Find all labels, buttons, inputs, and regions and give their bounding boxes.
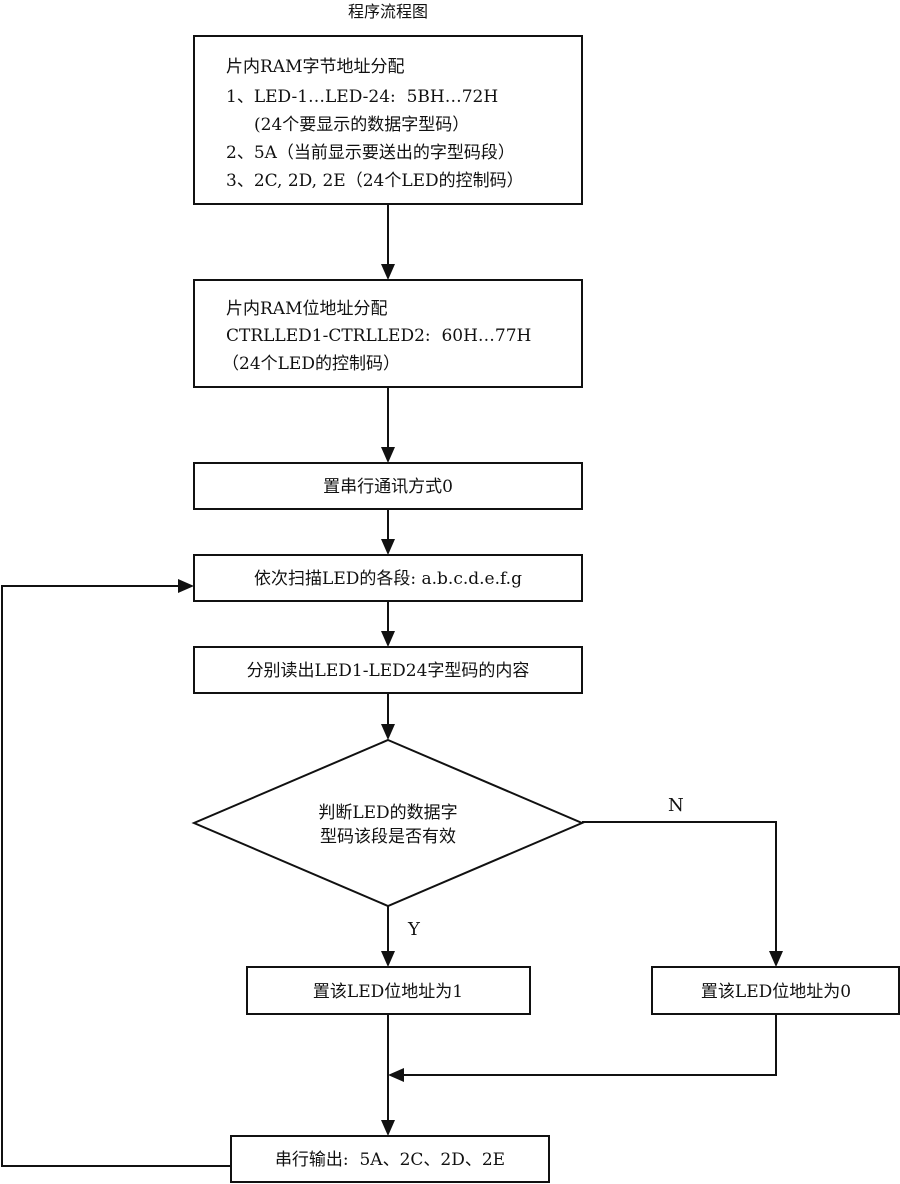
node-scan-segments: 依次扫描LED的各段: a.b.c.d.e.f.g xyxy=(193,554,583,602)
node-read-codes: 分别读出LED1-LED24字型码的内容 xyxy=(193,646,583,694)
arrowhead-down-icon xyxy=(769,951,783,967)
serial-output-text: 串行输出: 5A、2C、2D、2E xyxy=(275,1150,505,1170)
serial-mode-box xyxy=(193,462,583,510)
edge-decision-no xyxy=(582,821,777,953)
decision-line-1: 判断LED的数据字 xyxy=(318,803,457,823)
serial-output-box xyxy=(230,1135,550,1183)
node-bit-alloc: 片内RAM位地址分配 CTRLLED1-CTRLLED2: 60H…77H （2… xyxy=(193,279,583,388)
arrowhead-down-icon xyxy=(381,631,395,647)
byte-alloc-line-4: 2、5A（当前显示要送出的字型码段） xyxy=(226,143,515,163)
edge-label-no: N xyxy=(668,795,684,816)
node-set-bit-1: 置该LED位地址为1 xyxy=(246,966,531,1015)
edge-label-yes: Y xyxy=(407,919,421,940)
node-byte-alloc: 片内RAM字节地址分配 1、LED-1…LED-24: 5BH…72H (24个… xyxy=(193,35,583,205)
arrowhead-down-icon xyxy=(381,539,395,555)
arrowhead-down-icon xyxy=(381,1120,395,1136)
diagram-title: 程序流程图 xyxy=(348,2,428,21)
byte-alloc-line-3: (24个要显示的数据字型码） xyxy=(254,115,469,135)
edge-set-bit-0-to-merge xyxy=(402,1014,777,1076)
set-bit-0-text: 置该LED位地址为0 xyxy=(701,982,851,1002)
arrowhead-left-icon xyxy=(388,1068,404,1082)
set-bit-1-box xyxy=(246,966,531,1015)
read-codes-box xyxy=(193,646,583,694)
byte-alloc-box xyxy=(193,35,583,205)
byte-alloc-line-1: 片内RAM字节地址分配 xyxy=(226,57,404,77)
serial-mode-text: 置串行通讯方式0 xyxy=(323,477,453,497)
edge-loop-back xyxy=(1,585,231,1167)
arrowhead-down-icon xyxy=(381,951,395,967)
arrowhead-down-icon xyxy=(381,447,395,463)
node-serial-output: 串行输出: 5A、2C、2D、2E xyxy=(230,1135,550,1183)
scan-segments-text: 依次扫描LED的各段: a.b.c.d.e.f.g xyxy=(254,569,522,589)
byte-alloc-line-5: 3、2C, 2D, 2E（24个LED的控制码） xyxy=(226,171,524,191)
byte-alloc-line-2: 1、LED-1…LED-24: 5BH…72H xyxy=(226,87,498,107)
arrowhead-right-icon xyxy=(178,579,194,593)
decision-diamond xyxy=(191,738,585,908)
node-serial-mode: 置串行通讯方式0 xyxy=(193,462,583,510)
bit-alloc-box xyxy=(193,279,583,388)
arrowhead-down-icon xyxy=(381,264,395,280)
set-bit-1-text: 置该LED位地址为1 xyxy=(313,982,463,1002)
arrowhead-down-icon xyxy=(381,724,395,740)
set-bit-0-box xyxy=(651,966,900,1015)
node-decision: 判断LED的数据字 型码该段是否有效 xyxy=(191,738,585,908)
bit-alloc-line-3: （24个LED的控制码） xyxy=(222,354,400,374)
decision-line-2: 型码该段是否有效 xyxy=(320,827,456,847)
node-set-bit-0: 置该LED位地址为0 xyxy=(651,966,900,1015)
read-codes-text: 分别读出LED1-LED24字型码的内容 xyxy=(247,661,530,681)
bit-alloc-line-1: 片内RAM位地址分配 xyxy=(226,299,387,319)
bit-alloc-line-2: CTRLLED1-CTRLLED2: 60H…77H xyxy=(226,326,531,346)
